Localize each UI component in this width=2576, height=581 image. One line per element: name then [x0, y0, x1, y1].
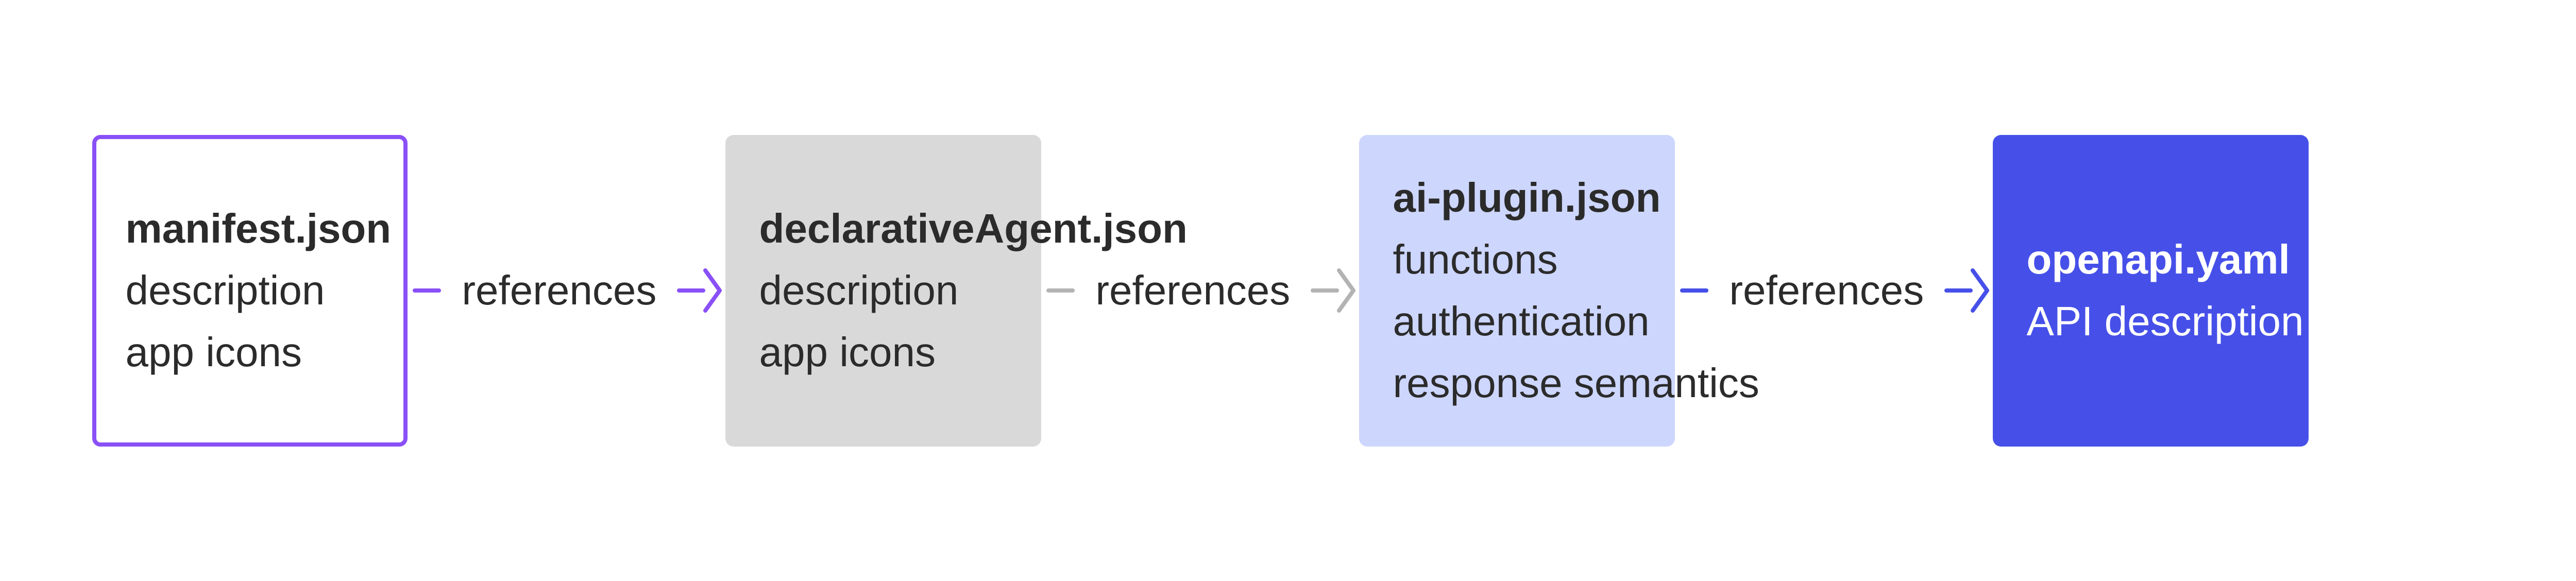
- node-title: manifest.json: [125, 206, 392, 251]
- node-title: ai-plugin.json: [1393, 175, 1661, 220]
- node-line: response semantics: [1393, 360, 1759, 406]
- arrowhead-icon: [1337, 268, 1356, 313]
- node-line: functions: [1393, 236, 1558, 282]
- edge-line: [1680, 288, 1709, 293]
- edge-label: references: [1729, 267, 1924, 313]
- node-title: declarativeAgent.json: [759, 206, 1188, 251]
- arrowhead-icon: [703, 268, 722, 313]
- node-manifest-json: manifest.json description app icons: [92, 134, 408, 447]
- edge-line: [413, 288, 442, 293]
- edge-declarative-agent-to-ai-plugin: references: [1041, 260, 1359, 321]
- node-openapi-yaml: openapi.yaml API description: [1993, 134, 2309, 447]
- edge-label: references: [462, 267, 657, 313]
- node-line: app icons: [759, 329, 936, 375]
- edge-manifest-to-declarative-agent: references: [408, 260, 725, 321]
- edge-ai-plugin-to-openapi: references: [1675, 260, 1993, 321]
- node-line: description: [759, 267, 959, 313]
- node-declarative-agent-json: declarativeAgent.json description app ic…: [725, 134, 1188, 447]
- edge-line: [1944, 288, 1973, 293]
- node-line: app icons: [125, 329, 302, 375]
- node-title: openapi.yaml: [2026, 236, 2290, 282]
- edge-line: [677, 288, 706, 293]
- node-line: description: [125, 267, 325, 313]
- edge-line: [1046, 288, 1075, 293]
- node-ai-plugin-json: ai-plugin.json functions authentication …: [1359, 134, 1759, 447]
- node-line: API description: [2026, 298, 2304, 344]
- edge-line: [1311, 288, 1340, 293]
- node-line: authentication: [1393, 298, 1650, 344]
- edge-label: references: [1095, 267, 1291, 313]
- arrowhead-icon: [1971, 268, 1990, 313]
